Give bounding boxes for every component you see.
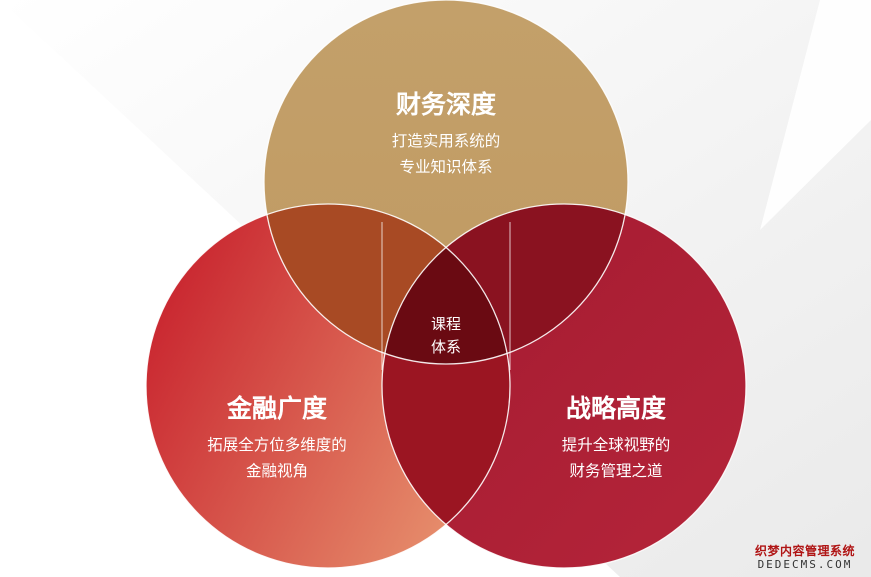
background-highlight (760, 0, 871, 230)
watermark-line-1: 织梦内容管理系统 (754, 544, 855, 558)
outline-top (263, 0, 629, 365)
strategic-height-desc-line-1: 提升全球视野的 (562, 436, 671, 454)
strategic-height-desc-line-2: 财务管理之道 (569, 462, 662, 480)
center-label-line-2: 体系 (431, 338, 461, 356)
finance-depth-desc-line-1: 打造实用系统的 (392, 132, 501, 150)
financial-breadth-title: 金融广度 (226, 394, 327, 423)
outline-right (381, 203, 747, 569)
finance-depth-title: 财务深度 (396, 90, 496, 119)
watermark: 织梦内容管理系统 DEDECMS.COM (745, 544, 865, 571)
finance-depth-desc-line-2: 专业知识体系 (399, 158, 492, 176)
overlap-center-outer (382, 204, 510, 364)
strategic-height-title: 战略高度 (566, 394, 666, 423)
center-label-line-1: 课程 (431, 315, 461, 333)
overlap-center (382, 204, 510, 364)
financial-breadth-desc-line-2: 金融视角 (246, 462, 308, 480)
outline-left (145, 203, 511, 569)
watermark-line-2: DEDECMS.COM (757, 558, 853, 571)
overlap-center-inner (382, 204, 510, 364)
financial-breadth-desc-line-1: 拓展全方位多维度的 (207, 436, 347, 454)
